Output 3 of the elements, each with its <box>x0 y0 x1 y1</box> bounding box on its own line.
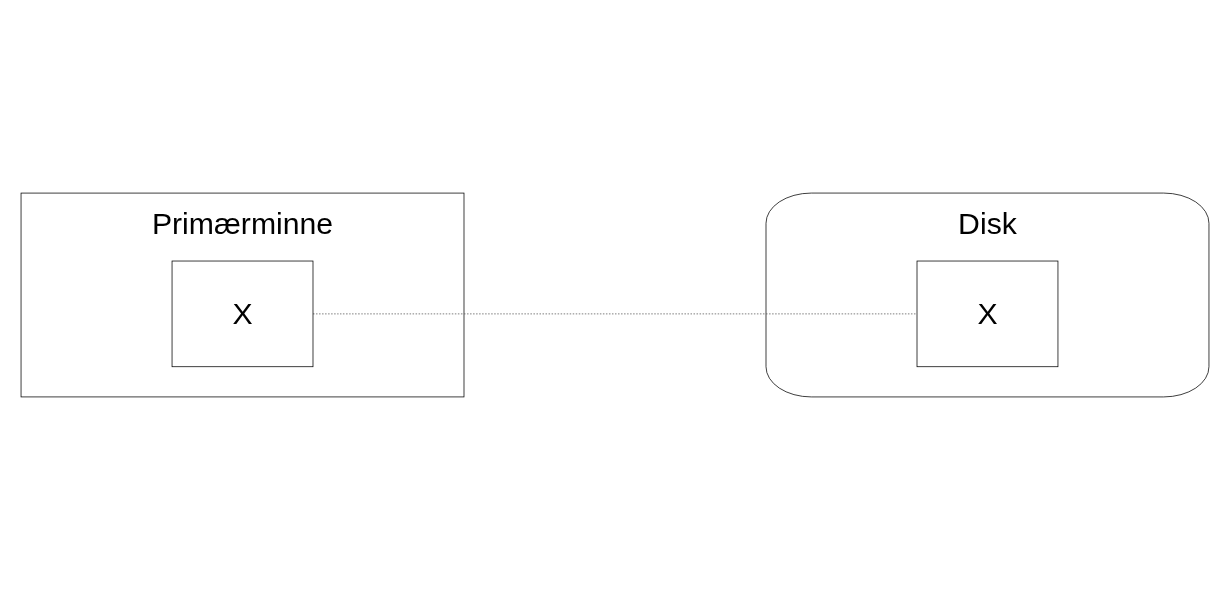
connector <box>312 313 918 315</box>
node-box: X <box>171 260 314 368</box>
node-box: X <box>916 260 1059 368</box>
